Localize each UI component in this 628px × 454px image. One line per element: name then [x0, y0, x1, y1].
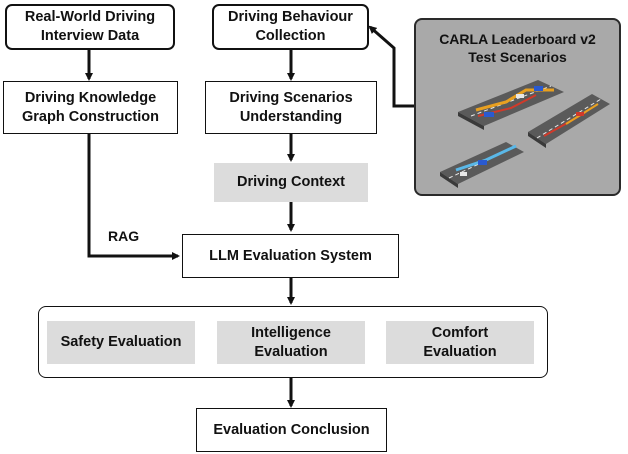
- road-scenarios-illustration: [440, 80, 610, 188]
- evaluation-conclusion-text: Evaluation Conclusion: [213, 421, 370, 438]
- carla-title: CARLA Leaderboard v2 Test Scenarios: [439, 31, 596, 65]
- driving-context-text: Driving Context: [237, 174, 345, 190]
- interview-data-box: Real-World Driving Interview Data: [5, 4, 175, 50]
- evaluation-conclusion-box: Evaluation Conclusion: [196, 408, 387, 452]
- knowledge-graph-box: Driving Knowledge Graph Construction: [3, 81, 178, 134]
- scenarios-understanding-text: Driving Scenarios Understanding: [229, 89, 353, 125]
- llm-evaluation-system-box: LLM Evaluation System: [182, 234, 399, 278]
- evaluation-group: [38, 306, 548, 378]
- driving-context-box: Driving Context: [214, 163, 368, 202]
- road-scenario-1: [458, 80, 564, 130]
- interview-data-text: Real-World Driving Interview Data: [24, 9, 156, 44]
- behaviour-collection-box: Driving Behaviour Collection: [212, 4, 369, 50]
- intelligence-evaluation-box: Intelligence Evaluation: [217, 321, 365, 364]
- rag-label: RAG: [108, 228, 140, 244]
- behaviour-collection-text: Driving Behaviour Collection: [228, 9, 353, 44]
- intelligence-evaluation-text: Intelligence Evaluation: [251, 324, 331, 360]
- llm-evaluation-system-text: LLM Evaluation System: [209, 247, 372, 264]
- road-scenario-2: [528, 94, 610, 148]
- comfort-evaluation-text: Comfort Evaluation: [423, 324, 497, 360]
- carla-scenarios-panel: CARLA Leaderboard v2 Test Scenarios: [414, 18, 621, 196]
- knowledge-graph-text: Driving Knowledge Graph Construction: [22, 89, 159, 125]
- arrow-carla-to-behaviour: [368, 25, 414, 108]
- comfort-evaluation-box: Comfort Evaluation: [386, 321, 534, 364]
- safety-evaluation-text: Safety Evaluation: [60, 334, 182, 350]
- safety-evaluation-box: Safety Evaluation: [47, 321, 195, 364]
- road-scenario-3: [440, 142, 524, 188]
- scenarios-understanding-box: Driving Scenarios Understanding: [205, 81, 377, 134]
- arrow-knowledge-to-llm: [87, 134, 180, 260]
